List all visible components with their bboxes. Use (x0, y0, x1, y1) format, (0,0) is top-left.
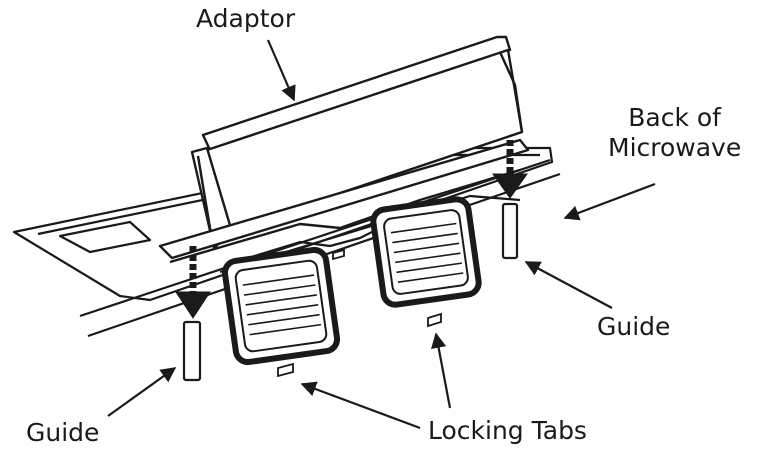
back-of-microwave-label: Back of Microwave (608, 103, 741, 163)
right-guide-label: Guide (597, 312, 670, 342)
left-guide-leader (108, 368, 175, 416)
left-guide (184, 322, 200, 380)
left-vent (223, 248, 338, 363)
locking-tabs-label: Locking Tabs (428, 416, 587, 446)
left-guide-label: Guide (26, 418, 99, 448)
right-guide-leader (526, 262, 612, 308)
adaptor-leader (268, 40, 294, 100)
back-of-text: Back of (608, 103, 741, 133)
back-of-microwave-leader (565, 184, 655, 218)
microwave-text: Microwave (608, 133, 741, 163)
right-guide (503, 204, 517, 258)
right-vent (372, 198, 480, 306)
locking-tab-leader-left (302, 384, 420, 428)
adaptor-label: Adaptor (196, 4, 295, 34)
locking-tab-leader-right (436, 334, 450, 408)
